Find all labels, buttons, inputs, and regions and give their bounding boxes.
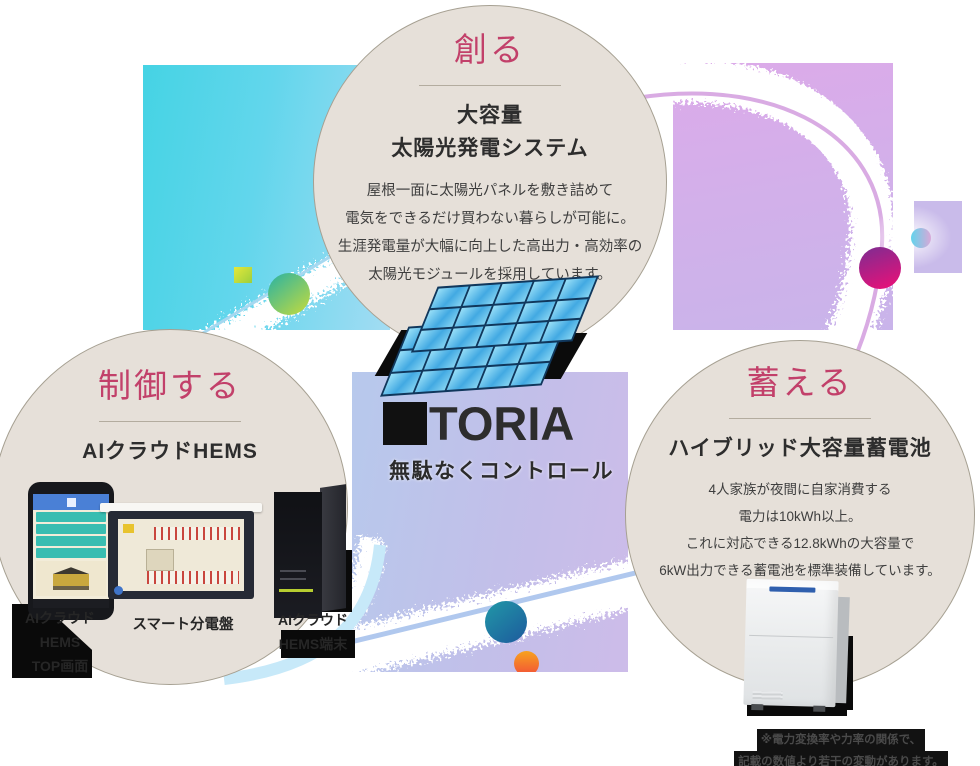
hems-terminal-image <box>274 492 322 618</box>
store-body-line: 電力は10kWh以上。 <box>738 509 862 524</box>
house-roof <box>52 567 90 575</box>
battery-foot <box>751 703 764 711</box>
create-body: 屋根一面に太陽光パネルを敷き詰めて 電気をできるだけ買わない暮らしが可能に。 生… <box>314 177 666 289</box>
store-heading: ハイブリッド大容量蓄電池 <box>668 437 932 460</box>
divider <box>729 418 871 419</box>
battery-brand-label <box>769 586 816 593</box>
distribution-board-image <box>108 511 254 599</box>
divider <box>99 421 241 422</box>
app-menu-row <box>36 536 106 546</box>
terminal-label-line: AIクラウド <box>278 612 348 628</box>
distribution-board-lid <box>100 503 262 512</box>
divider <box>419 85 561 86</box>
decor-magenta-circle <box>859 247 901 289</box>
board-meter <box>146 549 174 571</box>
decor-teal-circle <box>485 601 527 643</box>
store-body-line: 6kW出力できる蓄電池を標準装備しています。 <box>659 563 941 578</box>
decor-green-circle <box>268 273 310 315</box>
warning-sticker <box>123 524 134 533</box>
battery-image <box>743 578 839 712</box>
battery-vent <box>752 691 783 700</box>
phone-label-line: TOP画面 <box>31 658 89 674</box>
decor-orange-circle <box>514 651 539 672</box>
battery-seam <box>749 634 834 639</box>
distribution-board-label: スマート分電盤 <box>116 613 250 637</box>
app-header <box>33 494 109 510</box>
create-title: 創る <box>454 33 526 69</box>
decor-mini-gradient-circle <box>911 228 931 248</box>
logo-s-block <box>383 402 427 445</box>
logo-tagline: 無駄なくコントロール <box>389 460 614 483</box>
store-body: 4人家族が夜間に自家消費する 電力は10kWh以上。 これに対応できる12.8k… <box>626 476 974 584</box>
store-body-line: 4人家族が夜間に自家消費する <box>708 482 892 497</box>
board-logo-dot <box>114 586 123 595</box>
app-menu-row <box>36 548 106 558</box>
store-title: 蓄える <box>746 366 854 402</box>
logo-text: TORIA <box>429 397 575 450</box>
decor-yellow-square <box>234 267 252 283</box>
battery-footnote-line: 記載の数値より若干の変動があります。 <box>734 751 948 766</box>
phone-nav-bar <box>33 599 109 608</box>
create-body-line: 電気をできるだけ買わない暮らしが可能に。 <box>345 211 635 227</box>
control-title: 制御する <box>98 369 242 405</box>
terminal-label-line: HEMS端末 <box>278 636 348 652</box>
logo-row: TORIA <box>383 397 653 450</box>
battery-footnote-line: ※電力変換率や力率の関係で、 <box>756 729 926 751</box>
store-circle: 蓄える ハイブリッド大容量蓄電池 4人家族が夜間に自家消費する 電力は10kWh… <box>625 340 975 690</box>
terminal-slot <box>280 578 306 580</box>
app-icon <box>66 497 76 507</box>
phone-label-line: HEMS <box>39 634 81 650</box>
terminal-label-shadow <box>281 630 355 658</box>
terminal-side-face <box>320 484 346 612</box>
app-menu-row <box>36 524 106 534</box>
create-heading: 大容量 太陽光発電システム <box>314 99 666 165</box>
create-body-line: 生涯発電量が大幅に向上した高出力・高効率の <box>337 239 643 255</box>
solar-panel-image <box>410 275 600 353</box>
phone-screen <box>33 494 109 608</box>
battery-footnote: ※電力変換率や力率の関係で、 記載の数値より若干の変動があります。 <box>706 729 976 766</box>
create-body-line: 屋根一面に太陽光パネルを敷き詰めて <box>366 183 614 199</box>
breaker-row <box>147 571 239 584</box>
store-body-line: これに対応できる12.8kWhの大容量で <box>685 536 915 551</box>
app-house-illustration <box>36 561 106 596</box>
storia-logo: TORIA 無駄なくコントロール <box>383 397 653 485</box>
distribution-board-label-line: スマート分電盤 <box>132 617 234 633</box>
distribution-board-panel <box>118 519 244 591</box>
house-wall <box>52 574 90 591</box>
app-menu-row <box>36 512 106 522</box>
terminal-label: AIクラウド HEMS端末 <box>256 608 370 656</box>
create-heading-line2: 太陽光発電システム <box>391 137 589 160</box>
terminal-accent-line <box>279 589 313 592</box>
breaker-row <box>154 527 240 540</box>
battery-foot <box>813 705 826 712</box>
control-heading: AIクラウドHEMS <box>82 440 258 463</box>
phone-label-line: AIクラウド <box>25 610 95 626</box>
create-heading-line1: 大容量 <box>457 104 523 127</box>
terminal-slot <box>280 570 306 572</box>
hems-app-phone-image <box>28 482 114 620</box>
phone-label: AIクラウド HEMS TOP画面 <box>4 606 116 678</box>
